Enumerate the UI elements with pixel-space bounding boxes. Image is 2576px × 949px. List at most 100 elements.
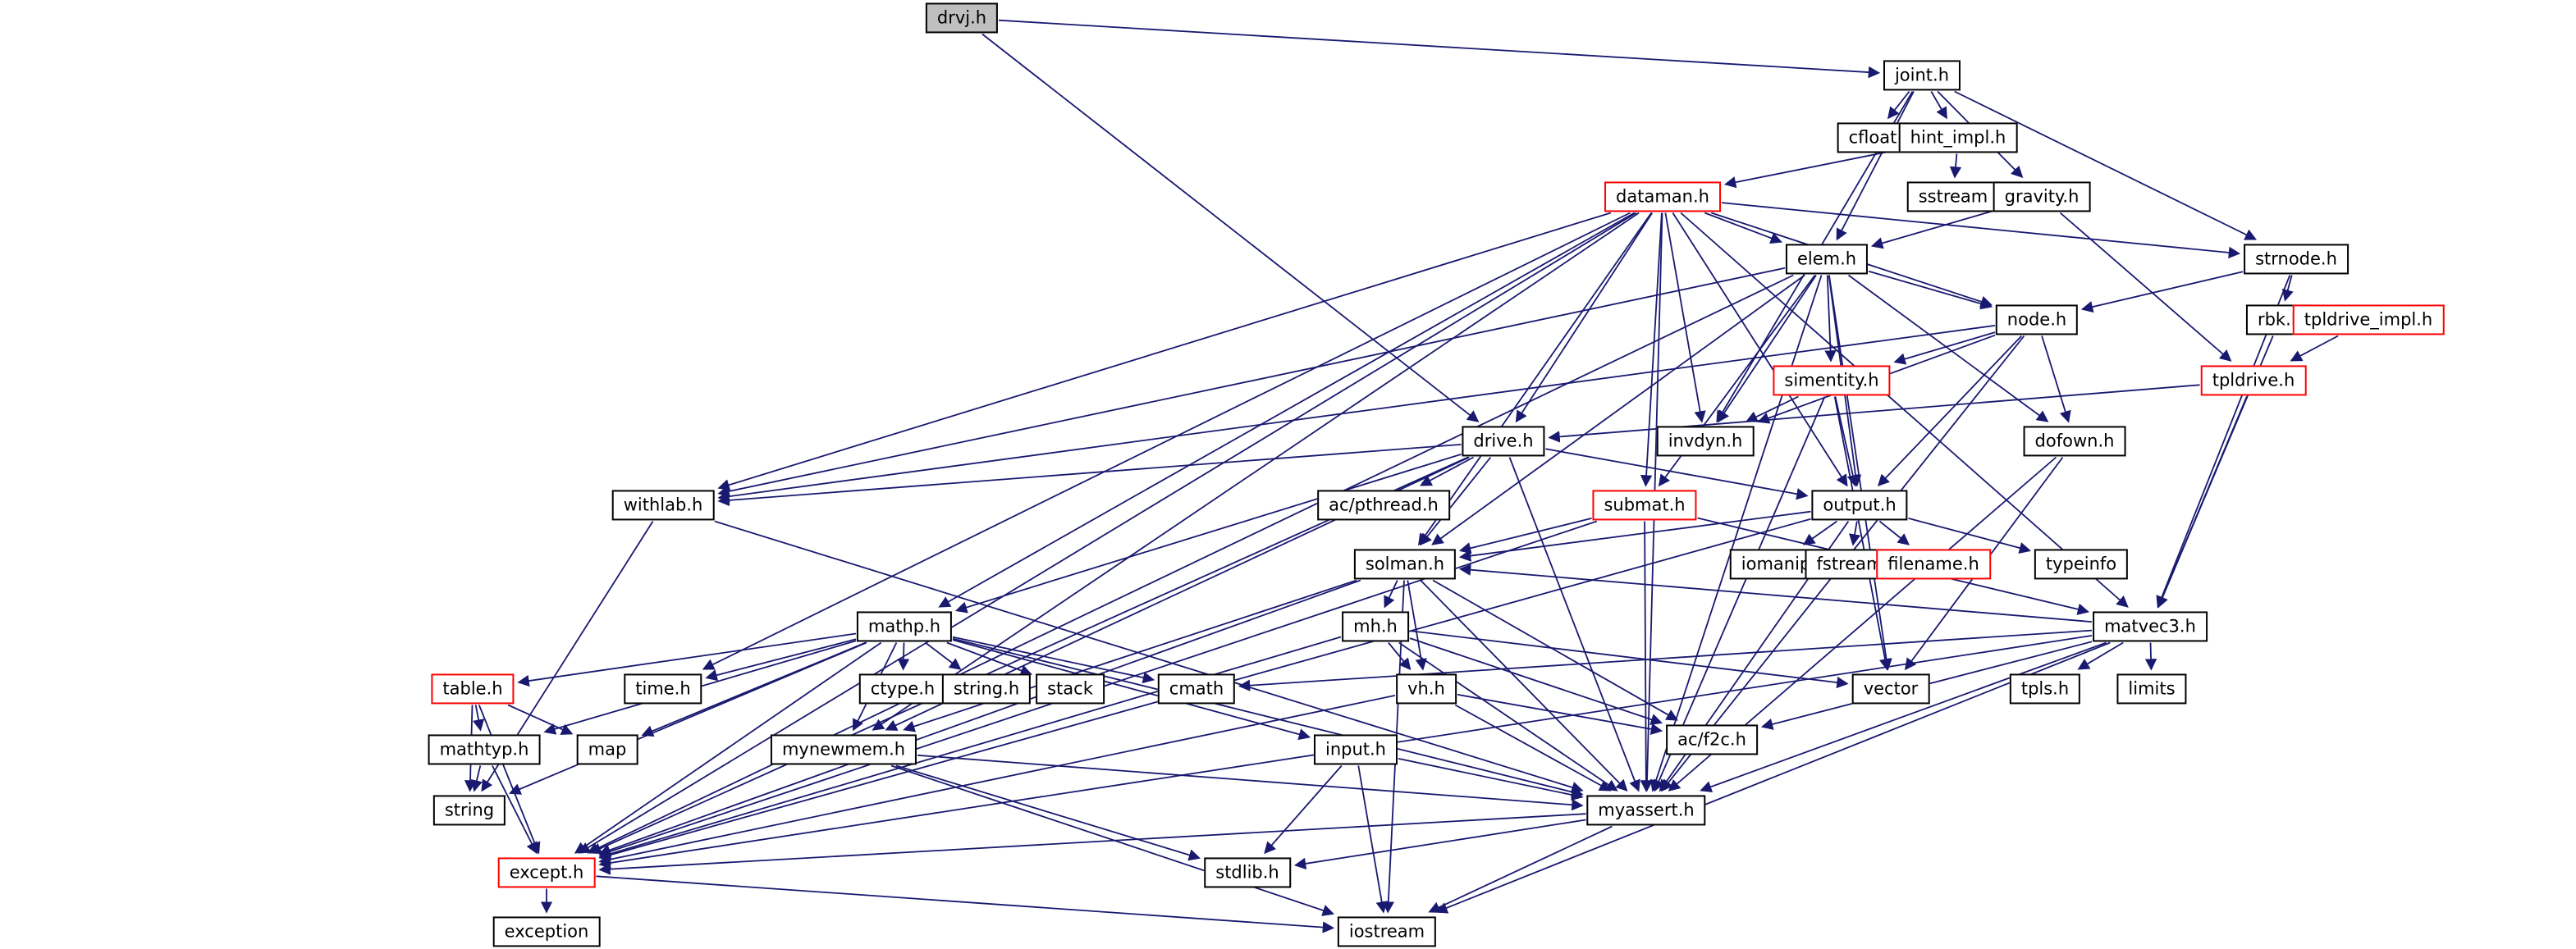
include-edge	[1833, 396, 1892, 671]
include-edge	[1640, 521, 1653, 792]
include-edge	[1868, 270, 1993, 310]
include-edge	[1847, 274, 2049, 422]
graph-node-mathtyp-h[interactable]: mathtyp.h	[428, 734, 541, 765]
graph-node-simentity-h[interactable]: simentity.h	[1773, 365, 1891, 396]
include-edge	[998, 19, 1881, 79]
graph-node-label: ac/f2c.h	[1677, 729, 1746, 750]
graph-node-dofown-h[interactable]: dofown.h	[2023, 426, 2126, 457]
graph-node-submat-h[interactable]: submat.h	[1592, 490, 1697, 521]
graph-node-elem-h[interactable]: elem.h	[1785, 244, 1869, 275]
graph-node-vector[interactable]: vector	[1851, 673, 1930, 705]
graph-node-label: mathp.h	[867, 616, 941, 636]
graph-node-iomanip[interactable]: iomanip	[1729, 549, 1823, 580]
graph-node-label: tpldrive_impl.h	[2304, 309, 2433, 330]
include-edge	[1458, 518, 1592, 554]
graph-node-vh-h[interactable]: vh.h	[1396, 673, 1457, 705]
graph-node-tpldrive-h[interactable]: tpldrive.h	[2200, 365, 2307, 396]
graph-node-limits[interactable]: limits	[2116, 673, 2187, 705]
graph-node-label: ac/pthread.h	[1329, 495, 1439, 515]
graph-node-string[interactable]: string	[432, 795, 506, 826]
include-edge	[587, 274, 1794, 854]
graph-node-invdyn-h[interactable]: invdyn.h	[1656, 426, 1755, 457]
graph-node-label: fstream	[1816, 554, 1883, 574]
include-edge	[1420, 456, 1492, 546]
graph-node-matvec3-h[interactable]: matvec3.h	[2093, 611, 2208, 642]
include-edge	[470, 765, 483, 792]
graph-node-sstream[interactable]: sstream	[1906, 181, 2000, 212]
include-edge	[946, 641, 1033, 677]
include-edge	[1431, 274, 1805, 545]
include-edge	[702, 212, 1631, 670]
graph-node-tpldrive-impl-h[interactable]: tpldrive_impl.h	[2292, 304, 2445, 335]
graph-node-mynewmem-h[interactable]: mynewmem.h	[770, 734, 917, 765]
graph-node-map[interactable]: map	[576, 734, 638, 765]
graph-node-stdlib-h[interactable]: stdlib.h	[1204, 857, 1291, 888]
graph-node-label: sstream	[1918, 186, 1988, 207]
graph-node-dataman-h[interactable]: dataman.h	[1604, 181, 1721, 212]
include-edge	[872, 212, 1640, 731]
graph-node-solman-h[interactable]: solman.h	[1353, 549, 1457, 580]
graph-node-label: mathtyp.h	[439, 739, 529, 760]
graph-node-label: map	[588, 739, 627, 760]
graph-node-drvj-h: drvj.h	[925, 2, 999, 34]
include-edge	[1640, 212, 1663, 487]
graph-node-tpls-h[interactable]: tpls.h	[2009, 673, 2081, 705]
include-edge	[1238, 629, 2093, 691]
include-edge	[952, 637, 1584, 798]
graph-node-label: iomanip	[1741, 554, 1811, 574]
graph-node-label: matvec3.h	[2104, 616, 2196, 636]
graph-node-label: input.h	[1325, 739, 1387, 760]
include-edge	[2281, 275, 2294, 302]
graph-node-drive-h[interactable]: drive.h	[1462, 426, 1545, 457]
graph-node-filename-h[interactable]: filename.h	[1876, 549, 1991, 580]
graph-node-myassert-h[interactable]: myassert.h	[1586, 795, 1706, 826]
graph-node-table-h[interactable]: table.h	[431, 673, 515, 705]
graph-node-ac-pthread-h[interactable]: ac/pthread.h	[1317, 490, 1450, 521]
graph-node-label: time.h	[635, 678, 691, 699]
graph-node-gravity-h[interactable]: gravity.h	[1993, 181, 2091, 212]
include-edge	[1746, 395, 1799, 422]
graph-node-string-h[interactable]: string.h	[941, 673, 1032, 705]
include-edge	[1264, 764, 1343, 855]
include-edge	[589, 456, 1469, 855]
graph-node-label: limits	[2128, 678, 2176, 699]
include-edge	[1908, 518, 2032, 554]
include-edge	[598, 695, 1396, 865]
include-edge	[895, 764, 1201, 861]
graph-node-iostream[interactable]: iostream	[1337, 916, 1437, 947]
graph-node-label: hint_impl.h	[1910, 127, 2006, 148]
include-edge	[509, 641, 867, 795]
graph-node-withlab-h[interactable]: withlab.h	[611, 490, 715, 521]
include-edge	[2059, 212, 2232, 362]
graph-node-hint-impl-h[interactable]: hint_impl.h	[1898, 122, 2018, 153]
include-edge	[1357, 765, 1388, 914]
graph-node-typeinfo[interactable]: typeinfo	[2034, 549, 2129, 580]
graph-node-mh-h[interactable]: mh.h	[1342, 611, 1409, 642]
include-edge	[517, 632, 857, 687]
include-edge	[1457, 693, 1663, 735]
graph-node-mathp-h[interactable]: mathp.h	[856, 611, 953, 642]
graph-node-output-h[interactable]: output.h	[1811, 490, 1908, 521]
include-edge	[717, 325, 1996, 503]
include-edge	[578, 212, 1637, 854]
graph-node-cfloat[interactable]: cfloat	[1837, 122, 1909, 153]
graph-node-label: iostream	[1348, 921, 1425, 942]
include-edge	[2157, 396, 2248, 609]
graph-node-stack[interactable]: stack	[1036, 673, 1105, 705]
include-edge	[1824, 275, 1837, 363]
graph-node-strnode-h[interactable]: strnode.h	[2244, 244, 2349, 275]
graph-node-label: submat.h	[1604, 495, 1686, 515]
graph-node-ac-f2c-h[interactable]: ac/f2c.h	[1666, 724, 1758, 755]
graph-node-time-h[interactable]: time.h	[624, 673, 702, 705]
graph-node-joint-h[interactable]: joint.h	[1883, 60, 1961, 91]
graph-node-cmath[interactable]: cmath	[1157, 673, 1236, 705]
graph-node-ctype-h[interactable]: ctype.h	[858, 673, 947, 705]
graph-node-label: exception	[504, 921, 589, 942]
graph-node-exception[interactable]: exception	[492, 916, 601, 947]
include-edge	[492, 765, 538, 855]
graph-node-except-h[interactable]: except.h	[497, 857, 596, 888]
graph-node-node-h[interactable]: node.h	[1995, 304, 2079, 335]
graph-node-input-h[interactable]: input.h	[1313, 734, 1398, 765]
include-edge	[574, 641, 882, 854]
